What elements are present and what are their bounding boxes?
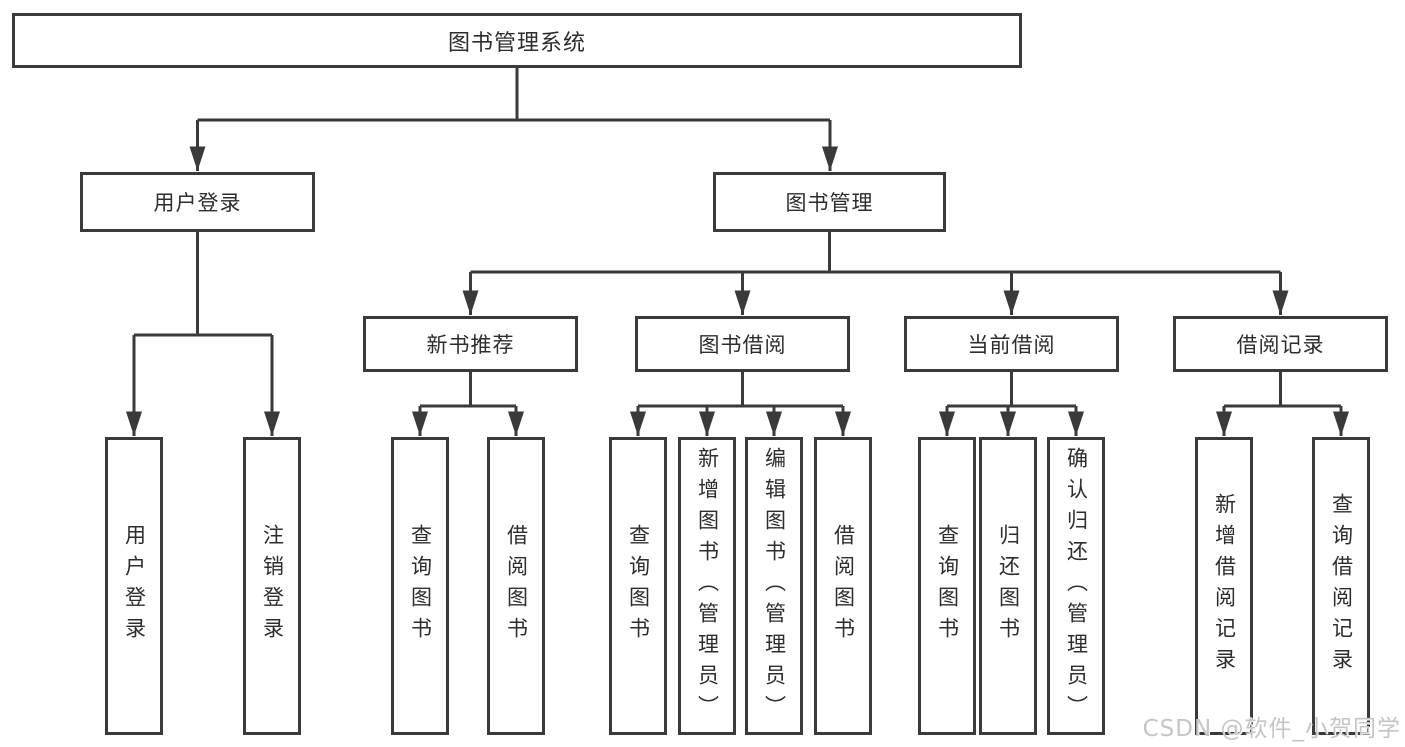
connector-user-login-trunk	[134, 232, 272, 337]
node-search-books: 查询图书	[391, 437, 449, 735]
node-label: 新增借阅记录	[1212, 493, 1237, 679]
node-confirm-return-admin: 确认归还（管理员）	[1047, 437, 1105, 735]
node-edit-books-admin: 编辑图书（管理员）	[745, 437, 803, 735]
node-add-books-admin: 新增图书（管理员）	[678, 437, 736, 735]
node-label: 查询图书	[626, 524, 651, 648]
connector-book-borrow-trunk	[638, 372, 843, 408]
connector-borrow-records-trunk	[1224, 372, 1341, 408]
node-new-book-recommend: 新书推荐	[363, 316, 578, 372]
node-search-books: 查询图书	[609, 437, 667, 735]
node-label: 归还图书	[996, 524, 1021, 648]
node-borrow-books: 借阅图书	[814, 437, 872, 735]
node-label: 查询图书	[935, 524, 960, 648]
node-label: 查询借阅记录	[1329, 493, 1354, 679]
node-book-borrow: 图书借阅	[635, 316, 850, 372]
node-label: 注销登录	[260, 524, 285, 648]
node-label: 图书管理系统	[447, 30, 586, 56]
connector-new-book-trunk	[420, 372, 516, 408]
node-user-login: 用户登录	[80, 172, 315, 232]
node-label: 借阅图书	[504, 524, 529, 648]
node-current-borrow: 当前借阅	[904, 316, 1119, 372]
node-label: 编辑图书（管理员）	[762, 446, 787, 726]
watermark: CSDN @软件_小贺同学	[1142, 716, 1401, 742]
connector-book-management-trunk	[470, 232, 1281, 274]
node-label: 图书管理	[785, 191, 874, 215]
node-label: 确认归还（管理员）	[1064, 446, 1089, 726]
node-add-borrow-record: 新增借阅记录	[1195, 437, 1253, 735]
connector-root-trunk	[197, 68, 830, 122]
node-label: 图书借阅	[698, 333, 787, 357]
node-login-action: 用户登录	[105, 437, 163, 735]
node-borrow-records: 借阅记录	[1173, 316, 1388, 372]
node-book-management: 图书管理	[713, 172, 946, 232]
node-search-borrow-record: 查询借阅记录	[1312, 437, 1370, 735]
node-label: 用户登录	[153, 191, 242, 215]
node-label: 查询图书	[408, 524, 433, 648]
node-borrow-books: 借阅图书	[487, 437, 545, 735]
node-label: 当前借阅	[967, 333, 1056, 357]
node-label: 新增图书（管理员）	[695, 446, 720, 726]
node-label: 借阅图书	[831, 524, 856, 648]
connector-current-borrow-trunk	[947, 372, 1076, 408]
node-label: 新书推荐	[426, 333, 515, 357]
node-logout-action: 注销登录	[243, 437, 301, 735]
node-search-books: 查询图书	[918, 437, 976, 735]
node-label: 借阅记录	[1236, 333, 1325, 357]
node-return-books: 归还图书	[979, 437, 1037, 735]
node-label: 用户登录	[122, 524, 147, 648]
node-root: 图书管理系统	[12, 13, 1022, 68]
